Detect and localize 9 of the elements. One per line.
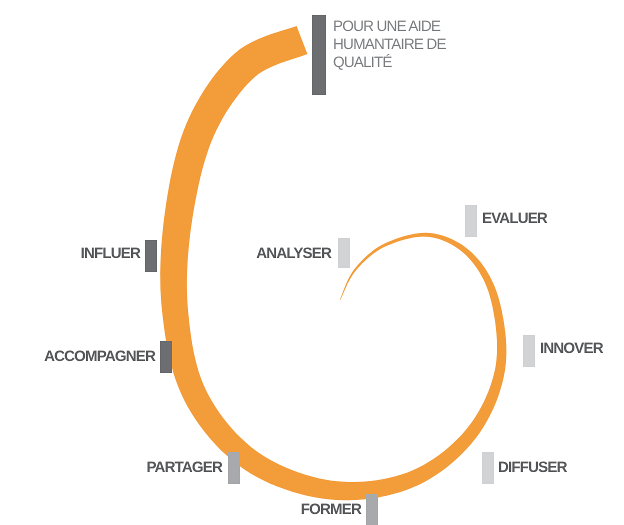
label-text: INNOVER	[540, 340, 603, 358]
label-text: EVALUER	[482, 210, 547, 228]
label-text: INFLUER	[80, 245, 140, 263]
label-text: FORMER	[300, 501, 361, 519]
label-text: POUR UNE AIDE HUMANTAIRE DE QUALITÉ	[333, 18, 447, 72]
label-text: ANALYSER	[256, 245, 331, 263]
label-text: DIFFUSER	[498, 459, 567, 477]
label-text: ACCOMPAGNER	[44, 348, 155, 366]
label-text: PARTAGER	[146, 459, 222, 477]
